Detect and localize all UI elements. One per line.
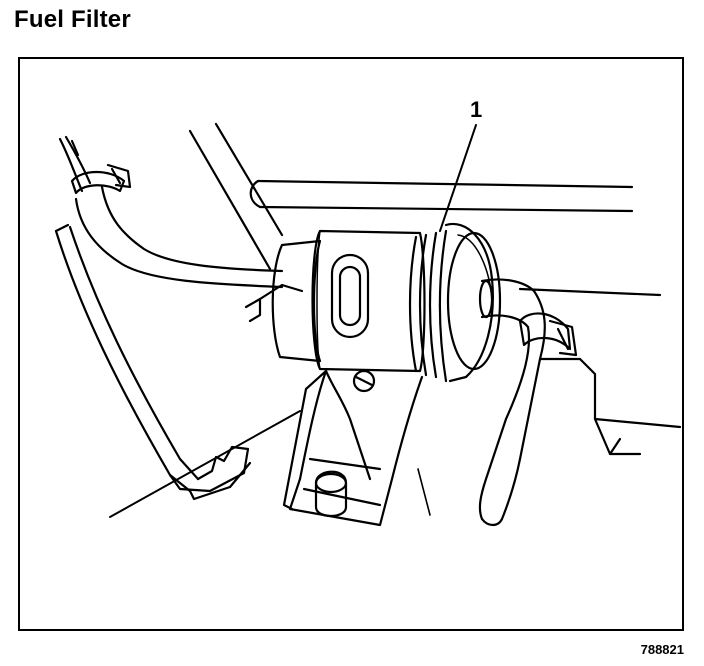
illustration-frame: 1 [18, 57, 684, 631]
fuel-filter-body [271, 222, 502, 383]
foreground-line [54, 223, 252, 501]
fuel-filter-illustration: 1 [54, 97, 682, 527]
callout-1-label: 1 [470, 97, 482, 122]
figure-id: 788821 [640, 642, 684, 657]
page-title: Fuel Filter [14, 6, 131, 33]
frame-rails [188, 122, 682, 456]
unlabeled-leader [109, 410, 301, 518]
inlet-fuel-line [58, 135, 284, 289]
leader-lines [109, 124, 477, 518]
callout-1-leader [439, 124, 477, 232]
filter-mounting-bracket [282, 369, 424, 527]
outlet-fuel-line [478, 278, 578, 527]
